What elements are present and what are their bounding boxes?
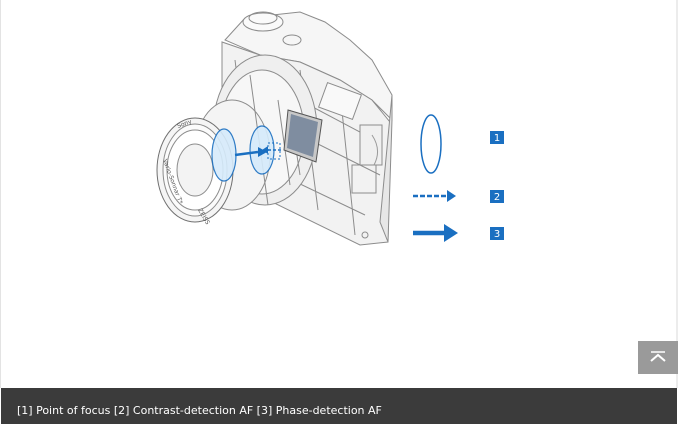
svg-text:Sony: Sony (176, 118, 193, 130)
focus-diagram (211, 125, 282, 182)
content-frame-left (0, 0, 1, 388)
af-illustration: Sony Vario-Sonnar T* ZEISS 1 2 3 (156, 11, 504, 246)
content-frame-right (676, 0, 678, 388)
sensor (283, 109, 323, 163)
chevron-up-icon (650, 351, 666, 362)
back-to-top-button[interactable] (638, 341, 678, 374)
marker-2: 2 (494, 192, 500, 203)
legend-symbols (413, 114, 458, 242)
legend-markers: 1 2 3 (490, 131, 504, 240)
figure-caption: [1] Point of focus [2] Contrast-detectio… (17, 404, 382, 417)
marker-1: 1 (494, 133, 500, 144)
marker-3: 3 (494, 229, 500, 240)
caption-bar: [1] Point of focus [2] Contrast-detectio… (1, 388, 677, 424)
point-of-focus-symbol (420, 114, 442, 174)
